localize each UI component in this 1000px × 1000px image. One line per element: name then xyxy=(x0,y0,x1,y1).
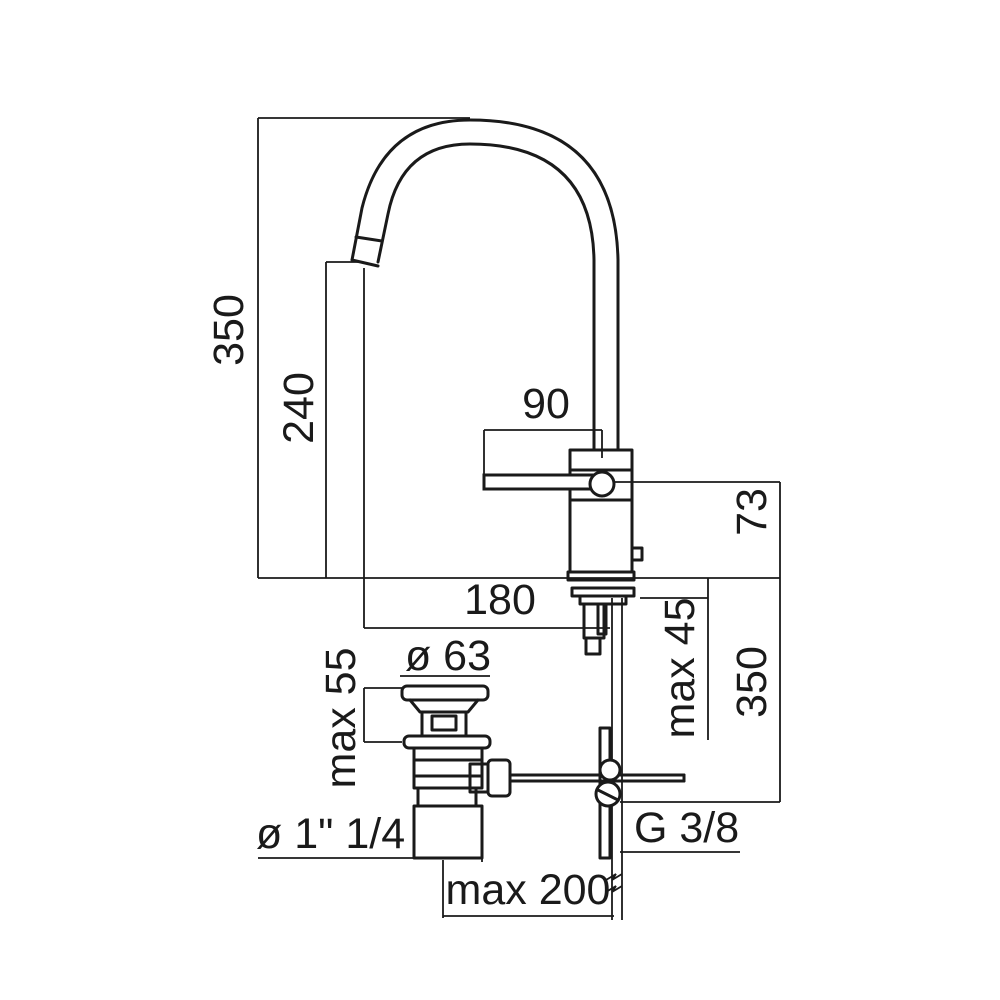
label-waste-depth: max 55 xyxy=(317,647,365,788)
label-lever-length: 90 xyxy=(522,380,570,428)
drain-body xyxy=(412,746,484,790)
label-spout-height: 240 xyxy=(275,372,323,444)
label-spout-reach: 180 xyxy=(464,576,536,624)
faucet-body xyxy=(568,448,634,574)
waste-assembly xyxy=(400,684,686,860)
spout-inner xyxy=(376,142,596,452)
label-waste-thread: ø 1" 1/4 xyxy=(256,810,405,858)
lever-pivot xyxy=(588,470,616,498)
drain-flange xyxy=(402,734,492,750)
dimension-labels: 350 240 90 73 180 max 45 350 ø 63 max 55… xyxy=(205,294,776,914)
drain-pipe xyxy=(412,804,484,860)
label-total-height: 350 xyxy=(205,294,253,366)
drain-cap xyxy=(400,684,490,702)
label-hose-length: 350 xyxy=(728,646,776,718)
spout-outer xyxy=(350,118,620,452)
base-plate xyxy=(566,570,636,582)
label-pull-rod: max 200 xyxy=(446,866,611,914)
label-body-height: 73 xyxy=(728,488,776,536)
faucet xyxy=(350,118,644,656)
dimension-lines xyxy=(257,117,781,920)
lever-handle xyxy=(482,473,606,491)
label-max-deck: max 45 xyxy=(656,597,704,738)
label-waste-diameter: ø 63 xyxy=(405,632,491,680)
label-supply-thread: G 3/8 xyxy=(634,804,739,852)
